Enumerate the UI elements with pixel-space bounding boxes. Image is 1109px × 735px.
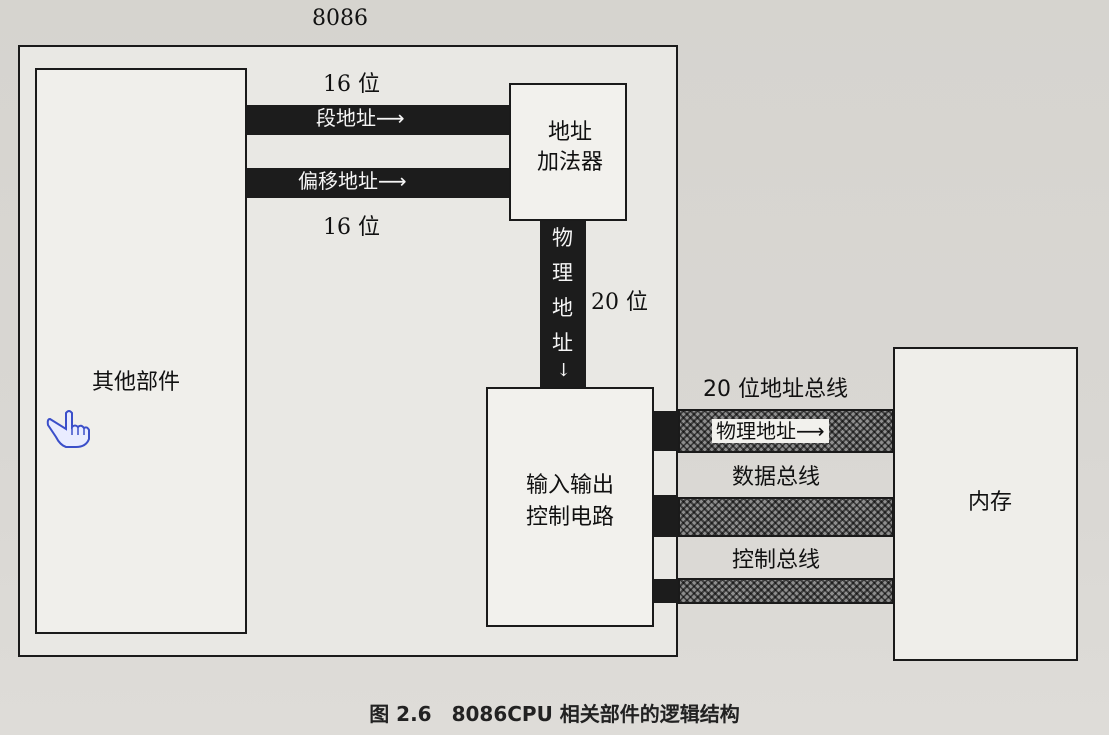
cpu-8086-label: 8086 [312,6,368,31]
segment-address-label: 段地址⟶ [316,106,405,130]
address-adder-line2: 加法器 [537,150,604,175]
arrow-right-icon: ⟶ [376,106,405,130]
physical-address-text: 物理地址 [716,419,796,443]
figure-caption: 图 2.6 8086CPU 相关部件的逻辑结构 [369,702,740,726]
io-control-line1: 输入输出 [526,473,615,498]
control-bus-connector [654,579,678,603]
memory-label: 内存 [968,490,1013,515]
control-bus-label: 控制总线 [732,548,821,573]
physical-vertical-char-4: 址 [552,331,573,355]
physical-vertical-char-3: 地 [552,296,573,320]
arrow-right-icon: ⟶ [378,169,407,193]
address-adder-line1: 地址 [548,120,593,145]
io-control-line2: 控制电路 [526,505,615,530]
memory-box [893,347,1078,661]
address-adder-box [509,83,627,221]
offset-width-label: 16 位 [323,215,380,240]
offset-address-text: 偏移地址 [298,169,378,193]
other-parts-box [35,68,247,634]
down-arrow-icon: ↓ [556,360,572,381]
data-bus-label: 数据总线 [732,465,821,490]
segment-width-label: 16 位 [323,72,380,97]
segment-address-bus [247,105,511,135]
address-bus-label: 20 位地址总线 [703,377,848,402]
hand-pointer-icon [44,405,94,451]
physical-vertical-char-2: 理 [552,261,573,285]
other-parts-label: 其他部件 [92,370,181,395]
address-bus-connector [654,411,678,451]
offset-address-bus [247,168,511,198]
physical-width-label: 20 位 [591,290,648,315]
offset-address-label: 偏移地址⟶ [298,169,407,193]
segment-address-text: 段地址 [316,106,376,130]
data-bus-connector [654,495,678,537]
control-bus [678,578,894,604]
physical-vertical-char-1: 物 [552,226,573,250]
physical-address-bus-label: 物理地址⟶ [712,419,829,443]
data-bus [678,497,894,537]
io-control-box [486,387,654,627]
arrow-right-icon: ⟶ [796,419,825,443]
physical-address-vertical-bus [540,221,586,388]
